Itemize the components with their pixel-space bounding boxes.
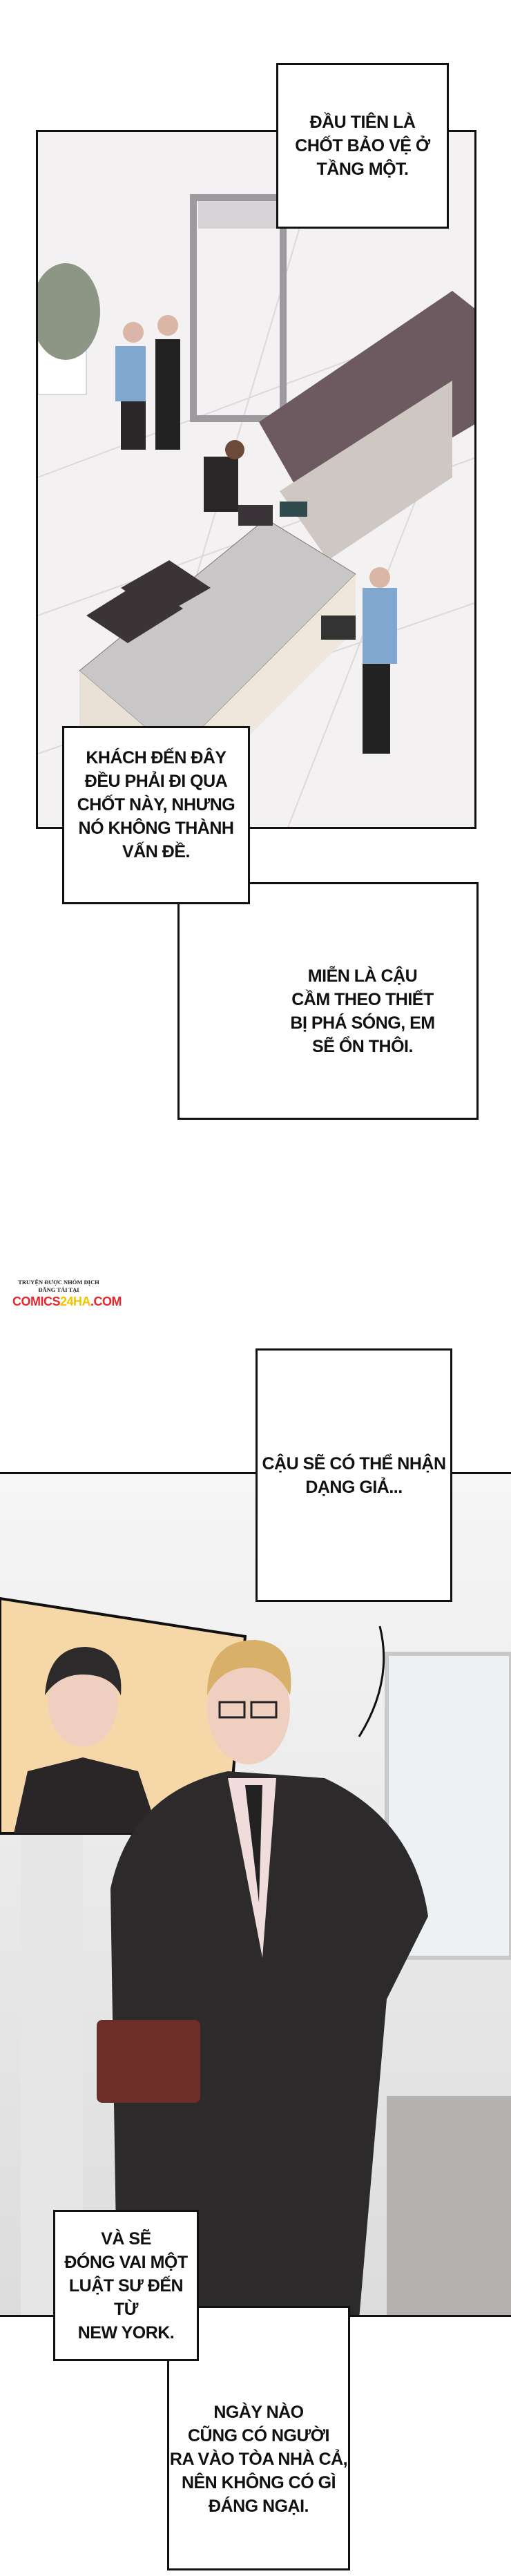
caption-line: ĐỀU PHẢI ĐI QUA <box>84 772 228 791</box>
watermark-line: ĐĂNG TẢI TẠI <box>38 1286 79 1293</box>
caption-line: KHÁCH ĐẾN ĐÂY <box>86 748 226 767</box>
dark-haired-man <box>14 1647 159 1833</box>
caption-line: ĐÁNG NGẠI. <box>208 2496 309 2516</box>
caption-line: NÊN KHÔNG CÓ GÌ <box>181 2472 336 2492</box>
logo-part: COMICS <box>12 1295 61 1308</box>
caption-line: ĐẦU TIÊN LÀ <box>309 113 416 132</box>
panel-lawyer <box>0 1472 511 2317</box>
caption-line: NGÀY NÀO <box>213 2402 304 2422</box>
caption-line: BỊ PHÁ SÓNG, EM <box>290 1013 435 1033</box>
security-checkpoint-illustration <box>38 132 474 827</box>
tray <box>121 560 211 616</box>
logo-part: .COM <box>90 1295 122 1308</box>
watermark: TRUYỆN ĐƯỢC NHÓM DỊCH ĐĂNG TẢI TẠI COMIC… <box>12 1279 122 1309</box>
caption-line: SẼ ỔN THÔI. <box>312 1037 413 1056</box>
person-with-laptop <box>363 567 397 754</box>
caption-line: RA VÀO TÒA NHÀ CẢ, <box>169 2449 348 2469</box>
caption-line: CHỐT NÀY, NHƯNG <box>77 795 235 814</box>
logo-part: 24HA <box>60 1295 91 1308</box>
blond-man-in-suit <box>97 1640 428 2315</box>
caption-line: LUẬT SƯ ĐẾN TỪ <box>68 2276 184 2319</box>
lawyer-illustration <box>0 1474 511 2315</box>
caption-line: CẬU SẼ CÓ THỂ NHẬN <box>262 1453 446 1473</box>
caption-line: ĐÓNG VAI MỘT <box>64 2252 188 2272</box>
caption-box: VÀ SẼ ĐÓNG VAI MỘT LUẬT SƯ ĐẾN TỪ NEW YORK. <box>53 2210 199 2361</box>
caption-box: MIỄN LÀ CẬU CẦM THEO THIẾT BỊ PHÁ SÓNG, EM… <box>177 882 479 1120</box>
caption-box: ĐẦU TIÊN LÀ CHỐT BẢO VỆ Ở TẦNG MỘT. <box>276 63 449 229</box>
briefcase <box>97 2020 200 2103</box>
person-officer <box>204 440 244 512</box>
caption-line: NÓ KHÔNG THÀNH <box>78 819 234 838</box>
caption-line: CẦM THEO THIẾT <box>291 990 434 1009</box>
caption-line: VÀ SẼ <box>101 2229 151 2249</box>
caption-line: VẤN ĐỀ. <box>122 842 190 861</box>
caption-box: CẬU SẼ CÓ THỂ NHẬN DẠNG GIẢ... <box>256 1348 452 1602</box>
caption-box: KHÁCH ĐẾN ĐÂY ĐỀU PHẢI ĐI QUA CHỐT NÀY, NH… <box>62 726 250 904</box>
watermark-line: TRUYỆN ĐƯỢC NHÓM DỊCH <box>18 1279 99 1286</box>
laptop <box>321 616 356 640</box>
caption-line: DẠNG GIẢ... <box>305 1477 403 1497</box>
caption-line: CHỐT BẢO VỆ Ở <box>295 136 430 155</box>
caption-line: NEW YORK. <box>77 2322 175 2343</box>
metal-detector-gate <box>190 194 287 422</box>
speech-tick <box>358 1625 385 1737</box>
caption-line: CŨNG CÓ NGƯỜI <box>187 2425 330 2445</box>
xray-machine <box>259 291 474 519</box>
bag <box>238 505 273 526</box>
window <box>385 1652 511 1960</box>
caption-line: MIỄN LÀ CẬU <box>307 966 418 986</box>
watermark-logo: COMICS24HA.COM <box>12 1294 122 1309</box>
panel-security-checkpoint <box>36 130 476 829</box>
counter <box>387 2096 511 2315</box>
caption-line: TẦNG MỘT. <box>316 160 409 179</box>
person-guard <box>155 315 180 450</box>
bag <box>280 502 307 517</box>
